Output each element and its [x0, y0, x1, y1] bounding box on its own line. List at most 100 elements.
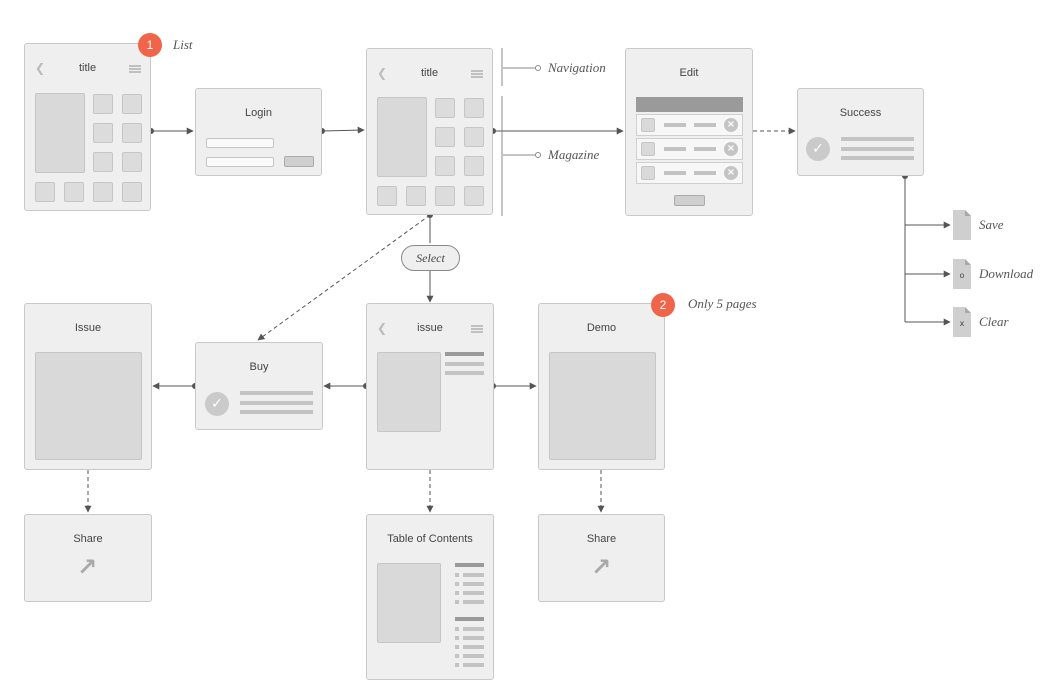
select-pill: Select — [401, 245, 460, 271]
screen-share-left-title: Share — [73, 533, 103, 545]
nav-tile — [406, 186, 426, 206]
nav-tile — [377, 186, 397, 206]
toc-bullet — [455, 591, 459, 595]
nav-tile — [435, 156, 455, 176]
file-clear-mark: x — [959, 319, 965, 328]
screen-list-title: title — [78, 62, 97, 74]
hamburger-icon — [471, 325, 483, 333]
list-tile — [64, 182, 84, 202]
file-icon-clear: x — [953, 307, 971, 337]
list-tile — [93, 123, 113, 143]
nav-tile — [435, 98, 455, 118]
file-download-mark: o — [959, 271, 965, 280]
buy-line — [240, 391, 313, 395]
edit-row-line — [694, 147, 716, 151]
success-line — [841, 147, 914, 151]
screen-navigation: ❮ title — [366, 48, 493, 215]
toc-line — [463, 627, 484, 631]
share-arrow-icon: ↗ — [591, 553, 612, 581]
toc-line — [463, 663, 484, 667]
nav-hero-block — [377, 97, 427, 177]
issue-mid-line-dark — [445, 352, 484, 356]
login-button — [284, 156, 314, 167]
toc-bullet — [455, 600, 459, 604]
edit-row-thumb — [641, 166, 655, 180]
chevron-left-icon: ❮ — [377, 321, 388, 335]
edit-row: × — [636, 162, 743, 184]
edit-row-line — [664, 123, 686, 127]
nav-tile — [464, 186, 484, 206]
edit-row-line — [694, 123, 716, 127]
badge-1: 1 — [138, 33, 162, 57]
check-circle-icon: ✓ — [806, 137, 830, 161]
screen-share-left: Share ↗ — [24, 514, 152, 602]
edit-row-thumb — [641, 118, 655, 132]
buy-line — [240, 410, 313, 414]
list-tile — [93, 152, 113, 172]
chevron-left-icon: ❮ — [377, 66, 388, 80]
screen-login-title: Login — [245, 107, 272, 119]
screen-share-right-title: Share — [586, 533, 617, 545]
list-hero-block — [35, 93, 85, 173]
toc-bullet — [455, 663, 459, 667]
list-tile — [35, 182, 55, 202]
hamburger-icon — [471, 70, 483, 78]
action-download: Download — [979, 266, 1034, 281]
screen-success-title: Success — [839, 107, 882, 119]
toc-heading-line — [455, 563, 484, 567]
conn-nav-buy — [257, 214, 431, 341]
nav-tile — [435, 186, 455, 206]
toc-line — [463, 591, 484, 595]
file-icon-save — [953, 210, 971, 240]
nav-tile — [464, 156, 484, 176]
toc-bullet — [455, 573, 459, 577]
screen-edit-title: Edit — [679, 67, 699, 79]
toc-bullet — [455, 627, 459, 631]
list-tile — [93, 94, 113, 114]
chevron-left-icon: ❮ — [35, 61, 46, 75]
edit-row-line — [664, 171, 686, 175]
toc-bullet — [455, 636, 459, 640]
screen-issue-mid-title: issue — [417, 322, 443, 334]
toc-line — [463, 582, 484, 586]
edit-list-header — [636, 97, 743, 112]
screen-edit: Edit × × × — [625, 48, 753, 216]
demo-page-block — [549, 352, 656, 460]
edit-row-thumb — [641, 142, 655, 156]
x-circle-icon: × — [724, 118, 738, 132]
list-tile — [122, 182, 142, 202]
screen-buy-title: Buy — [249, 361, 269, 373]
success-line — [841, 156, 914, 160]
toc-heading-line — [455, 617, 484, 621]
success-line — [841, 137, 914, 141]
toc-line — [463, 600, 484, 604]
conn-login-nav — [321, 126, 365, 134]
screen-issue-left: Issue — [24, 303, 152, 470]
pointer-navigation-end — [535, 65, 541, 71]
label-navigation: Navigation — [548, 60, 606, 75]
toc-bullet — [455, 654, 459, 658]
hamburger-icon — [129, 65, 141, 73]
toc-page-block — [377, 563, 441, 643]
screen-login: Login — [195, 88, 322, 176]
toc-line — [463, 654, 484, 658]
screen-demo: Demo — [538, 303, 665, 470]
nav-tile — [464, 127, 484, 147]
list-tile — [122, 123, 142, 143]
check-circle-icon: ✓ — [205, 392, 229, 416]
issue-page-block — [35, 352, 142, 460]
toc-bullet — [455, 582, 459, 586]
toc-line — [463, 573, 484, 577]
screen-toc: Table of Contents — [366, 514, 494, 680]
action-save: Save — [979, 217, 1004, 232]
list-tile — [122, 152, 142, 172]
nav-tile — [435, 127, 455, 147]
edit-row: × — [636, 114, 743, 136]
x-circle-icon: × — [724, 166, 738, 180]
action-clear: Clear — [979, 314, 1009, 329]
list-tile — [93, 182, 113, 202]
screen-issue-left-title: Issue — [74, 322, 102, 334]
password-field — [206, 157, 274, 167]
file-icon-download: o — [953, 259, 971, 289]
